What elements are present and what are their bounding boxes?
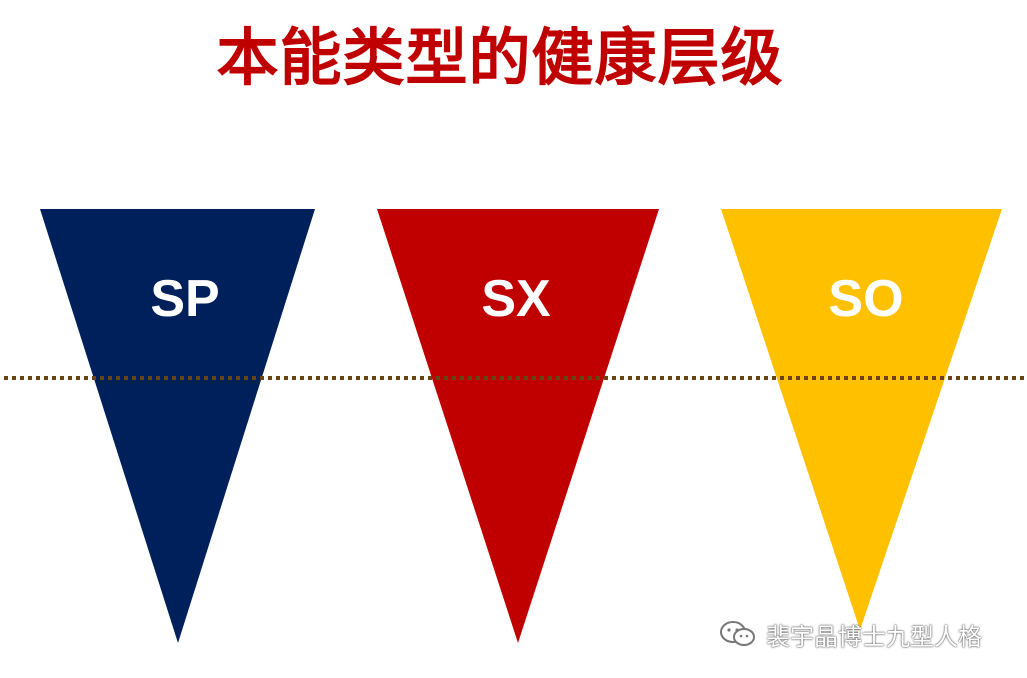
triangle-label-so: SO	[828, 270, 903, 328]
triangle-label-sp: SP	[150, 270, 219, 328]
watermark-text: 裴宇晶博士九型人格	[766, 622, 982, 651]
triangle-sx	[377, 209, 659, 643]
triangle-so	[721, 209, 1002, 630]
watermark: 裴宇晶博士九型人格	[718, 614, 982, 654]
wechat-icon	[720, 621, 755, 646]
triangle-label-sx: SX	[481, 270, 551, 328]
triangle-sp	[40, 209, 315, 643]
slide-title: 本能类型的健康层级	[216, 21, 784, 94]
